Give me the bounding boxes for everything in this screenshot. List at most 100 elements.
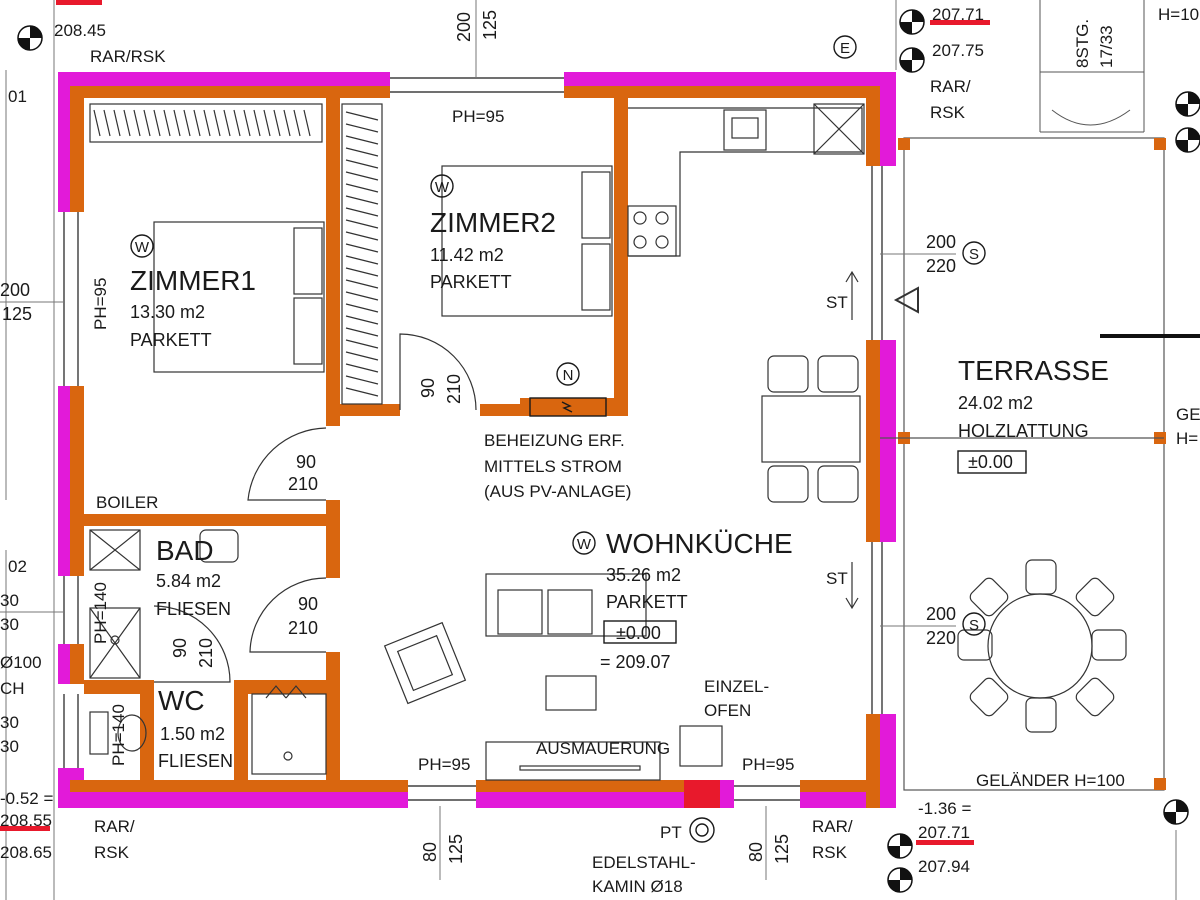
door-width: 90 — [298, 594, 318, 614]
level-value: 208.55 — [0, 811, 52, 830]
stove-ofen — [679, 725, 723, 767]
bad-sink — [199, 529, 239, 563]
note-stairs: 17/33 — [1097, 25, 1116, 68]
stairs — [1039, 0, 1145, 133]
note-boiler: BOILER — [96, 493, 158, 512]
sill-zimmer1: PH=95 — [91, 278, 110, 330]
marker-w-z1 — [130, 234, 154, 258]
room-name-bad: BAD — [156, 535, 214, 566]
room-floor-bad: FLIESEN — [156, 599, 231, 619]
level-value: 207.71 — [918, 823, 970, 842]
window-height: 125 — [446, 834, 466, 864]
dining-table — [761, 395, 861, 463]
level-value: 207.94 — [918, 857, 970, 876]
chimney — [529, 397, 715, 843]
door-height: 210 — [288, 618, 318, 638]
note-rar: RAR/ — [812, 817, 853, 836]
edge-label: 30 — [0, 591, 19, 610]
door-width: 90 — [170, 638, 190, 658]
door-height: 210 — [444, 374, 464, 404]
window-height: 125 — [480, 10, 500, 40]
marker-letter: W — [135, 239, 150, 256]
level-value: 207.71 — [932, 5, 984, 24]
marker-w-z2 — [430, 174, 454, 198]
room-name-terrasse: TERRASSE — [958, 355, 1109, 386]
sill-wc: PH=140 — [109, 704, 128, 766]
room-floor-wohnkueche: PARKETT — [606, 592, 688, 612]
door-swings — [153, 333, 477, 683]
labels: W W W E N S S ZIMMER1 13.30 m2 PARKETT P… — [0, 5, 1200, 896]
sofa — [485, 573, 647, 637]
level-box-terrace — [957, 450, 1027, 474]
level-value: 207.75 — [932, 41, 984, 60]
level-value: 208.65 — [0, 843, 52, 862]
room-area-bad: 5.84 m2 — [156, 571, 221, 591]
marker-letter: E — [840, 40, 850, 57]
room-name-wohnkueche: WOHNKÜCHE — [606, 528, 793, 559]
stove-icon — [627, 205, 677, 257]
level-underlines — [0, 0, 990, 845]
marker-w-wk — [572, 531, 596, 555]
room-name-zimmer2: ZIMMER2 — [430, 207, 556, 238]
door-height: 210 — [288, 474, 318, 494]
level-box-wk — [603, 620, 677, 644]
sink-icon — [723, 109, 767, 151]
window-width: 80 — [746, 842, 766, 862]
note-stairs: 8STG. — [1073, 19, 1092, 68]
marker-letter: W — [435, 179, 450, 196]
sill-zimmer2: PH=95 — [452, 107, 504, 126]
note-pt: PT — [660, 823, 682, 842]
edge-label: 02 — [8, 557, 27, 576]
marker-letter: N — [563, 367, 574, 384]
furniture — [89, 103, 1127, 781]
window-width: 200 — [0, 280, 30, 300]
note-ausmauerung: AUSMAUERUNG — [536, 739, 670, 758]
level-value: -1.36 = — [918, 799, 971, 818]
room-floor-terrasse: HOLZLATTUNG — [958, 421, 1089, 441]
marker-letter: W — [577, 536, 592, 553]
marker-s1 — [962, 241, 986, 265]
marker-letter: S — [969, 246, 979, 263]
sill-bottom-right: PH=95 — [742, 755, 794, 774]
note-gelaender: GELÄNDER H=100 — [976, 771, 1125, 790]
window-height: 220 — [926, 256, 956, 276]
door-width: 90 — [418, 378, 438, 398]
bed-zimmer1 — [153, 221, 325, 373]
edge-label: Ø100 — [0, 653, 42, 672]
window-height: 125 — [2, 304, 32, 324]
door-height: 210 — [196, 638, 216, 668]
note-rsk: RSK — [930, 103, 966, 122]
window-height: 220 — [926, 628, 956, 648]
windows — [63, 77, 883, 801]
window-height: 125 — [772, 834, 792, 864]
note-einzelofen: OFEN — [704, 701, 751, 720]
note-st: ST — [826, 569, 848, 588]
note-rar: RAR/ — [94, 817, 135, 836]
room-area-wc: 1.50 m2 — [160, 724, 225, 744]
level-terrasse: ±0.00 — [968, 452, 1013, 472]
room-floor-zimmer2: PARKETT — [430, 272, 512, 292]
interior-walls — [84, 98, 628, 780]
window-width: 200 — [454, 12, 474, 42]
note-kamin: KAMIN Ø18 — [592, 877, 683, 896]
room-area-wohnkueche: 35.26 m2 — [606, 565, 681, 585]
note-rsk: RSK — [812, 843, 848, 862]
level-wohnkueche: ±0.00 — [616, 623, 661, 643]
note-rar: RAR/RSK — [90, 47, 166, 66]
room-floor-zimmer1: PARKETT — [130, 330, 212, 350]
room-area-zimmer2: 11.42 m2 — [430, 245, 504, 265]
room-name-wc: WC — [158, 685, 205, 716]
note-rsk: RSK — [94, 843, 130, 862]
sill-bad: PH=140 — [91, 582, 110, 644]
edge-label: 30 — [0, 713, 19, 732]
level-markers — [17, 9, 1200, 893]
edge-label: CH — [0, 679, 25, 698]
level-value: -0.52 = — [0, 789, 53, 808]
marker-s2 — [962, 612, 986, 636]
bed-zimmer2 — [441, 165, 613, 317]
marker-letter: S — [969, 617, 979, 634]
terrace — [880, 137, 1166, 791]
room-floor-wc: FLIESEN — [158, 751, 233, 771]
